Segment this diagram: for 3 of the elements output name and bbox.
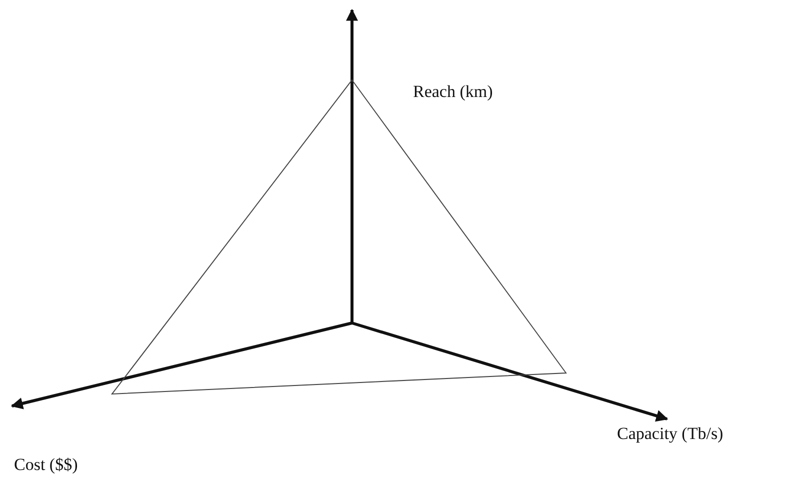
axis-label: Cost ($$) — [14, 456, 78, 475]
axis-label: Capacity (Tb/s) — [617, 425, 724, 444]
axis-label: Reach (km) — [413, 83, 493, 102]
